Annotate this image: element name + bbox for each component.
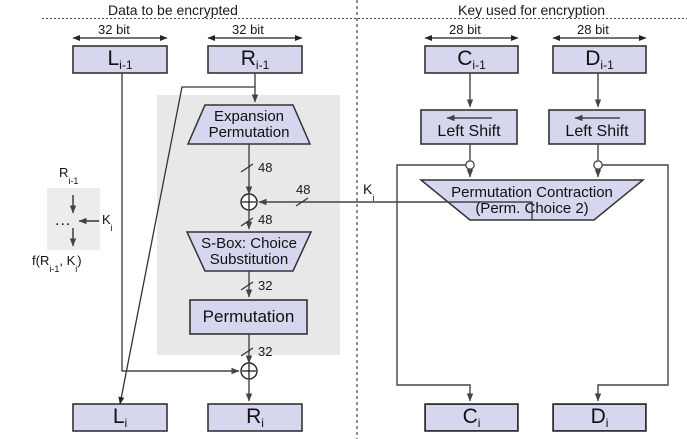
junction-node-1 [465,160,475,170]
legend-output-sub2: i [75,263,78,274]
l-out-sub: i [124,416,128,431]
header-right-title: Key used for encryption [458,2,606,18]
legend-key-base: K [102,212,111,227]
shape-perm-contraction [418,179,646,221]
d-out-base: D [590,405,606,429]
wire-lprev-to-xor [121,73,240,375]
box-left-shift-2 [548,109,646,145]
d-out-sub: i [605,416,609,431]
r-out-sub: i [261,416,264,431]
legend-output-label: f(Ri-1, Ki) [32,253,82,274]
shape-sbox [185,231,313,272]
header-left-title: Data to be encrypted [108,2,238,18]
r-out-base: R [246,405,262,429]
label-r-prev: Ri-1 [208,46,302,73]
c-prev-sub: i-1 [472,58,486,73]
wire-rprev-to-lout [118,86,255,405]
label-permutation: Permutation [190,300,307,334]
d-prev-sub: i-1 [600,58,614,73]
expansion-line-1: Expansion [213,108,285,126]
box-c-prev [424,45,519,74]
shape-expansion-permutation [186,104,312,145]
label-subkey: Ki [363,181,375,203]
left-shift-2-text: Left Shift [565,122,629,140]
legend-input-sub: i-1 [68,175,79,186]
label-sbox: S-Box: Choice Substitution [187,233,311,271]
box-r-out [207,403,303,432]
dim-label-r: 32 bit [232,22,264,37]
l-prev-sub: i-1 [119,58,133,73]
expansion-line-2: Permutation [208,124,290,141]
box-r-prev [207,45,303,74]
legend-key-label: Ki [102,212,113,233]
label-perm-contraction: Permutation Contraction (Perm. Choice 2) [431,182,633,220]
wire-label-permutation-out: 32 [258,344,273,359]
wire-label-sbox-out: 32 [258,278,273,293]
c-prev-base: C [457,47,473,71]
sbox-line-1: S-Box: Choice [201,235,297,253]
label-left-shift-2: Left Shift [549,120,645,144]
d-prev-base: D [585,47,601,71]
box-permutation [189,299,308,335]
label-d-prev: Di-1 [553,46,646,73]
dim-label-l: 32 bit [98,22,130,37]
legend-input-label: Ri-1 [59,165,79,186]
sbox-line-2: Substitution [209,251,289,268]
r-prev-sub: i-1 [255,58,270,73]
wire-label-xor-out: 48 [258,212,273,227]
r-prev-base: R [240,47,256,71]
l-out-base: L [112,405,125,429]
label-d-out: Di [553,404,646,431]
c-out-base: C [462,405,478,429]
tick-48-b [240,217,254,227]
perm-contraction-line-1: Permutation Contraction [451,184,613,202]
perm-contraction-line-2: (Perm. Choice 2) [475,200,589,217]
box-l-prev [72,45,168,74]
label-r-out: Ri [208,404,302,431]
tick-48-a [240,163,254,173]
wire-subkey-to-xor [258,198,533,220]
wire-label-key-in: 48 [296,182,311,197]
label-l-out: Li [73,404,167,431]
label-expansion-permutation: Expansion Permutation [188,106,310,144]
legend-key-sub: i [110,222,113,233]
dim-label-d: 28 bit [577,22,609,37]
label-left-shift-1: Left Shift [421,120,517,144]
legend-dots: ... [55,212,72,229]
label-c-prev: Ci-1 [425,46,518,73]
c-out-sub: i [477,416,481,431]
tick-48-key [295,197,309,207]
tick-32-b [240,347,254,357]
legend-output-base: f(R [32,253,50,268]
legend-output-sub1: i-1 [49,263,60,274]
wire-junction1-to-cout [396,164,474,402]
l-prev-base: L [107,47,120,71]
left-shift-1-text: Left Shift [437,122,501,140]
legend-input-base: R [59,165,69,180]
box-left-shift-1 [420,109,518,145]
wire-label-expansion-out: 48 [258,160,273,175]
box-d-prev [552,45,647,74]
box-l-out [72,403,168,432]
wire-junction2-to-dout [594,164,669,402]
dim-label-c: 28 bit [449,22,481,37]
subkey-base: K [363,181,373,197]
label-l-prev: Li-1 [73,46,167,73]
label-c-out: Ci [425,404,518,431]
legend-output-end: ) [77,253,82,268]
legend-output-mid: , K [59,253,76,268]
junction-node-2 [593,160,603,170]
permutation-text: Permutation [202,307,295,327]
subkey-sub: i [372,192,375,203]
tick-32-a [240,281,254,291]
